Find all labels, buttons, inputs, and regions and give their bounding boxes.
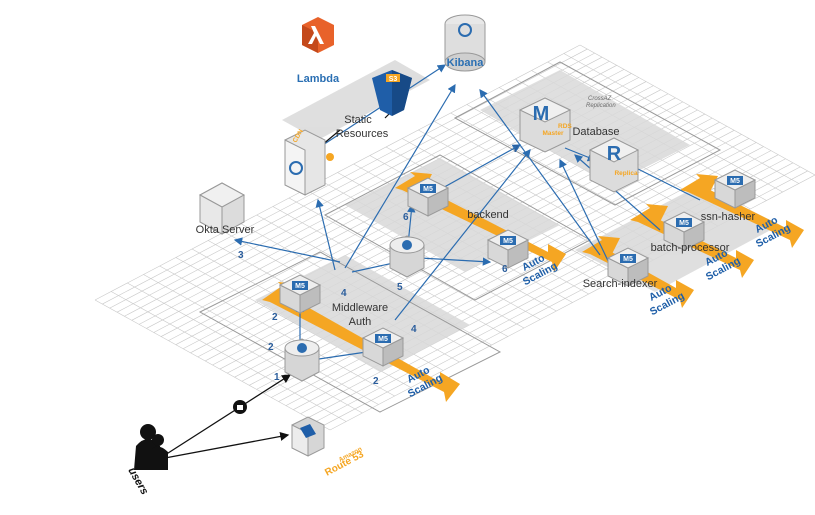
grid-line — [111, 291, 347, 422]
crossaz-label-1: CrossAZ — [588, 96, 612, 102]
user-connections — [164, 374, 292, 459]
band-ssn — [680, 174, 804, 248]
instance-chip-icon — [676, 218, 692, 227]
batch-processor-label: batch-processor — [651, 242, 730, 254]
step-3: 3 — [238, 250, 244, 261]
rds-replica-node[interactable]: R Replica — [588, 137, 640, 193]
instance-chip-label: M5 — [378, 336, 388, 343]
batch-processor-instance[interactable]: M5 — [662, 211, 706, 251]
edge-batch-to-db — [574, 154, 661, 231]
static-resources-label-1: Static — [344, 114, 372, 126]
edge-users-to-lb — [164, 374, 292, 456]
grid-line — [127, 282, 363, 414]
grid-line — [563, 53, 799, 184]
cdn-badge-icon — [326, 153, 334, 161]
okta-server-node[interactable] — [198, 182, 246, 235]
instance-chip-icon — [620, 254, 636, 263]
rds-master-letter-icon: M — [533, 103, 550, 125]
crossaz-label-2: Replication — [586, 103, 616, 109]
lambda-label: Lambda — [297, 73, 340, 85]
search-indexer-instance[interactable]: M5 — [606, 247, 650, 287]
users-icon[interactable] — [134, 424, 168, 470]
step-4a: 4 — [341, 288, 347, 299]
svg-text:Master: Master — [543, 130, 564, 137]
step-6a: 6 — [403, 212, 409, 223]
s3-bucket-icon[interactable]: S3 — [372, 70, 412, 116]
search-indexer-label: Search-indexer — [583, 278, 658, 290]
edge-users-to-route53 — [164, 431, 290, 459]
database-label: Database — [572, 126, 619, 138]
okta-server-label: Okta Server — [196, 224, 255, 236]
step-1: 1 — [274, 372, 280, 383]
ssn-hasher-label: ssn-hasher — [701, 211, 756, 223]
kibana-icon[interactable] — [444, 14, 486, 72]
static-resources-label-2: Resources — [336, 128, 389, 140]
middleware-auth-label-2: Auth — [349, 316, 372, 328]
backend-instance-2[interactable]: M5 — [486, 229, 530, 269]
instance-chip-label: M5 — [679, 220, 689, 227]
edge-search-to-kibana — [479, 89, 601, 256]
backend-instance-1[interactable]: M5 — [406, 177, 450, 217]
outline-database — [453, 61, 722, 206]
instance-chip-icon — [420, 184, 436, 193]
edge-backlb-to-backend2 — [419, 257, 492, 266]
cdn-node[interactable]: CDN — [284, 128, 334, 196]
cdn-icon — [289, 161, 303, 175]
step-2c: 2 — [373, 376, 379, 387]
edge-search-to-db — [559, 158, 611, 266]
edge-mw-to-db — [394, 149, 531, 321]
middleware-instance-1[interactable]: M5 — [278, 274, 322, 314]
route53-icon — [300, 424, 316, 438]
middleware-instance-2[interactable]: M5 — [361, 327, 405, 367]
outline-backend — [323, 154, 592, 301]
middleware-load-balancer-icon[interactable] — [284, 338, 320, 382]
instance-chip-icon — [375, 334, 391, 343]
instance-chip-label: M5 — [295, 283, 305, 290]
instance-chip-label: M5 — [730, 178, 740, 185]
grid-line — [579, 44, 815, 176]
edge-mw-to-okta — [233, 237, 341, 263]
instance-chip-icon — [292, 281, 308, 290]
rds-replica-letter-icon: R — [607, 143, 622, 165]
instance-chip-label: M5 — [623, 256, 633, 263]
users-label: users — [125, 466, 150, 497]
grid-line — [547, 61, 783, 193]
step-2b: 2 — [268, 342, 274, 353]
route53-node[interactable] — [291, 416, 325, 457]
step-5: 5 — [397, 282, 403, 293]
middleware-auth-label-1: Middleware — [332, 302, 388, 314]
svg-text:Replica: Replica — [614, 170, 638, 177]
ssn-hasher-instance[interactable]: M5 — [713, 169, 757, 209]
lambda-icon[interactable] — [302, 17, 334, 53]
step-6b: 6 — [502, 264, 508, 275]
step-2a: 2 — [272, 312, 278, 323]
rds-label-master: RDS — [558, 123, 572, 130]
edge-mw-to-kibana — [344, 83, 456, 269]
grid-line — [272, 206, 508, 337]
kibana-label: Kibana — [447, 57, 485, 69]
grid-line — [159, 265, 395, 397]
edge-mw-to-cdn — [315, 198, 336, 271]
instance-chip-label: M5 — [423, 186, 433, 193]
step-4b: 4 — [411, 324, 417, 335]
grid-line — [94, 299, 331, 431]
instance-chip-label: M5 — [503, 238, 513, 245]
zone-outlines — [198, 61, 722, 413]
grid-line — [143, 274, 379, 405]
instance-chip-icon — [500, 236, 516, 245]
step-7: 7 — [513, 144, 519, 155]
auto-scaling-label-backend: Auto Scaling — [520, 252, 559, 288]
backend-label: backend — [467, 209, 509, 221]
band-middleware — [262, 282, 460, 402]
svg-text:S3: S3 — [389, 76, 398, 83]
rds-master-node[interactable]: M Master — [518, 97, 572, 153]
backend-load-balancer-icon[interactable] — [389, 235, 425, 278]
lock-icon — [233, 400, 247, 414]
instance-chip-icon — [727, 176, 743, 185]
outline-middleware — [198, 251, 502, 413]
